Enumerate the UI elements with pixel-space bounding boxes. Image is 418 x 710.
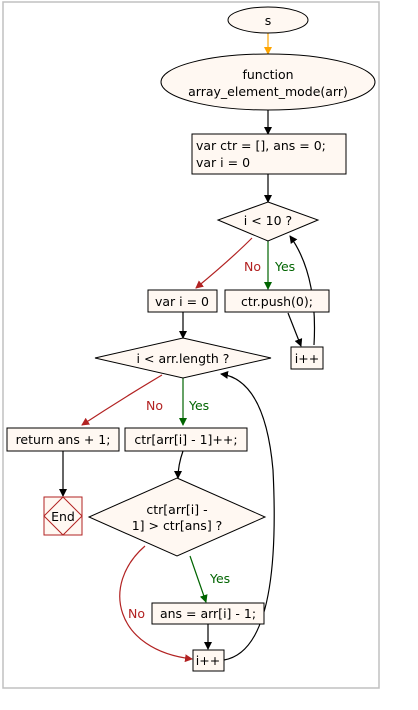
start-node xyxy=(227,6,309,34)
edge-inc1-loop xyxy=(289,235,316,346)
inc2-label: i++ xyxy=(196,653,220,668)
end-label: End xyxy=(51,509,75,524)
cond3-decision xyxy=(87,477,267,557)
function-node-label-line2: array_element_mode(arr) xyxy=(188,84,348,99)
edge-label-cond1-no: No xyxy=(244,259,261,274)
edge-label-cond2-no: No xyxy=(146,398,163,413)
edge-label-cond1-yes: Yes xyxy=(274,259,295,274)
edge-inc2-loop xyxy=(220,370,275,661)
init-vars-label-line1: var ctr = [], ans = 0; xyxy=(196,138,326,153)
edge-cond1-no xyxy=(195,237,253,289)
assign-ans-label: ans = arr[i] - 1; xyxy=(160,606,256,621)
diagram-frame xyxy=(2,1,380,689)
reset-i-node xyxy=(147,289,218,313)
edge-cond3-no xyxy=(119,545,193,663)
push-node xyxy=(224,289,330,313)
start-node-label: s xyxy=(265,13,272,28)
edge-cond2-no xyxy=(81,374,163,426)
inc1-label: i++ xyxy=(295,351,319,366)
edge-label-cond3-no: No xyxy=(128,606,145,621)
cond3-label-line2: 1] > ctr[ans] ? xyxy=(132,518,223,533)
init-vars-node xyxy=(191,133,347,175)
edge-label-cond2-yes: Yes xyxy=(188,398,209,413)
end-node: End xyxy=(43,496,83,536)
cond2-label: i < arr.length ? xyxy=(137,351,230,366)
cond3-label-line1: ctr[arr[i] - xyxy=(146,502,207,517)
push-label: ctr.push(0); xyxy=(241,294,313,309)
function-node xyxy=(160,53,376,111)
return-node xyxy=(6,427,120,452)
inc2-node xyxy=(192,649,225,672)
incr-ctr-node xyxy=(124,427,248,452)
cond1-label: i < 10 ? xyxy=(244,213,292,228)
init-vars-label-line2: var i = 0 xyxy=(196,155,250,170)
edge-label-cond3-yes: Yes xyxy=(209,571,230,586)
assign-ans-node xyxy=(151,602,265,625)
inc1-node xyxy=(290,346,324,370)
incr-ctr-label: ctr[arr[i] - 1]++; xyxy=(134,432,237,447)
edge-cond3-yes xyxy=(189,555,208,603)
edge-incr-to-cond3 xyxy=(174,450,184,479)
function-node-label-line1: function xyxy=(242,67,293,82)
edge-push-to-inc1 xyxy=(287,312,303,347)
return-label: return ans + 1; xyxy=(16,432,111,447)
cond1-decision xyxy=(216,201,320,242)
cond2-decision xyxy=(94,337,272,379)
reset-i-label: var i = 0 xyxy=(155,294,209,309)
